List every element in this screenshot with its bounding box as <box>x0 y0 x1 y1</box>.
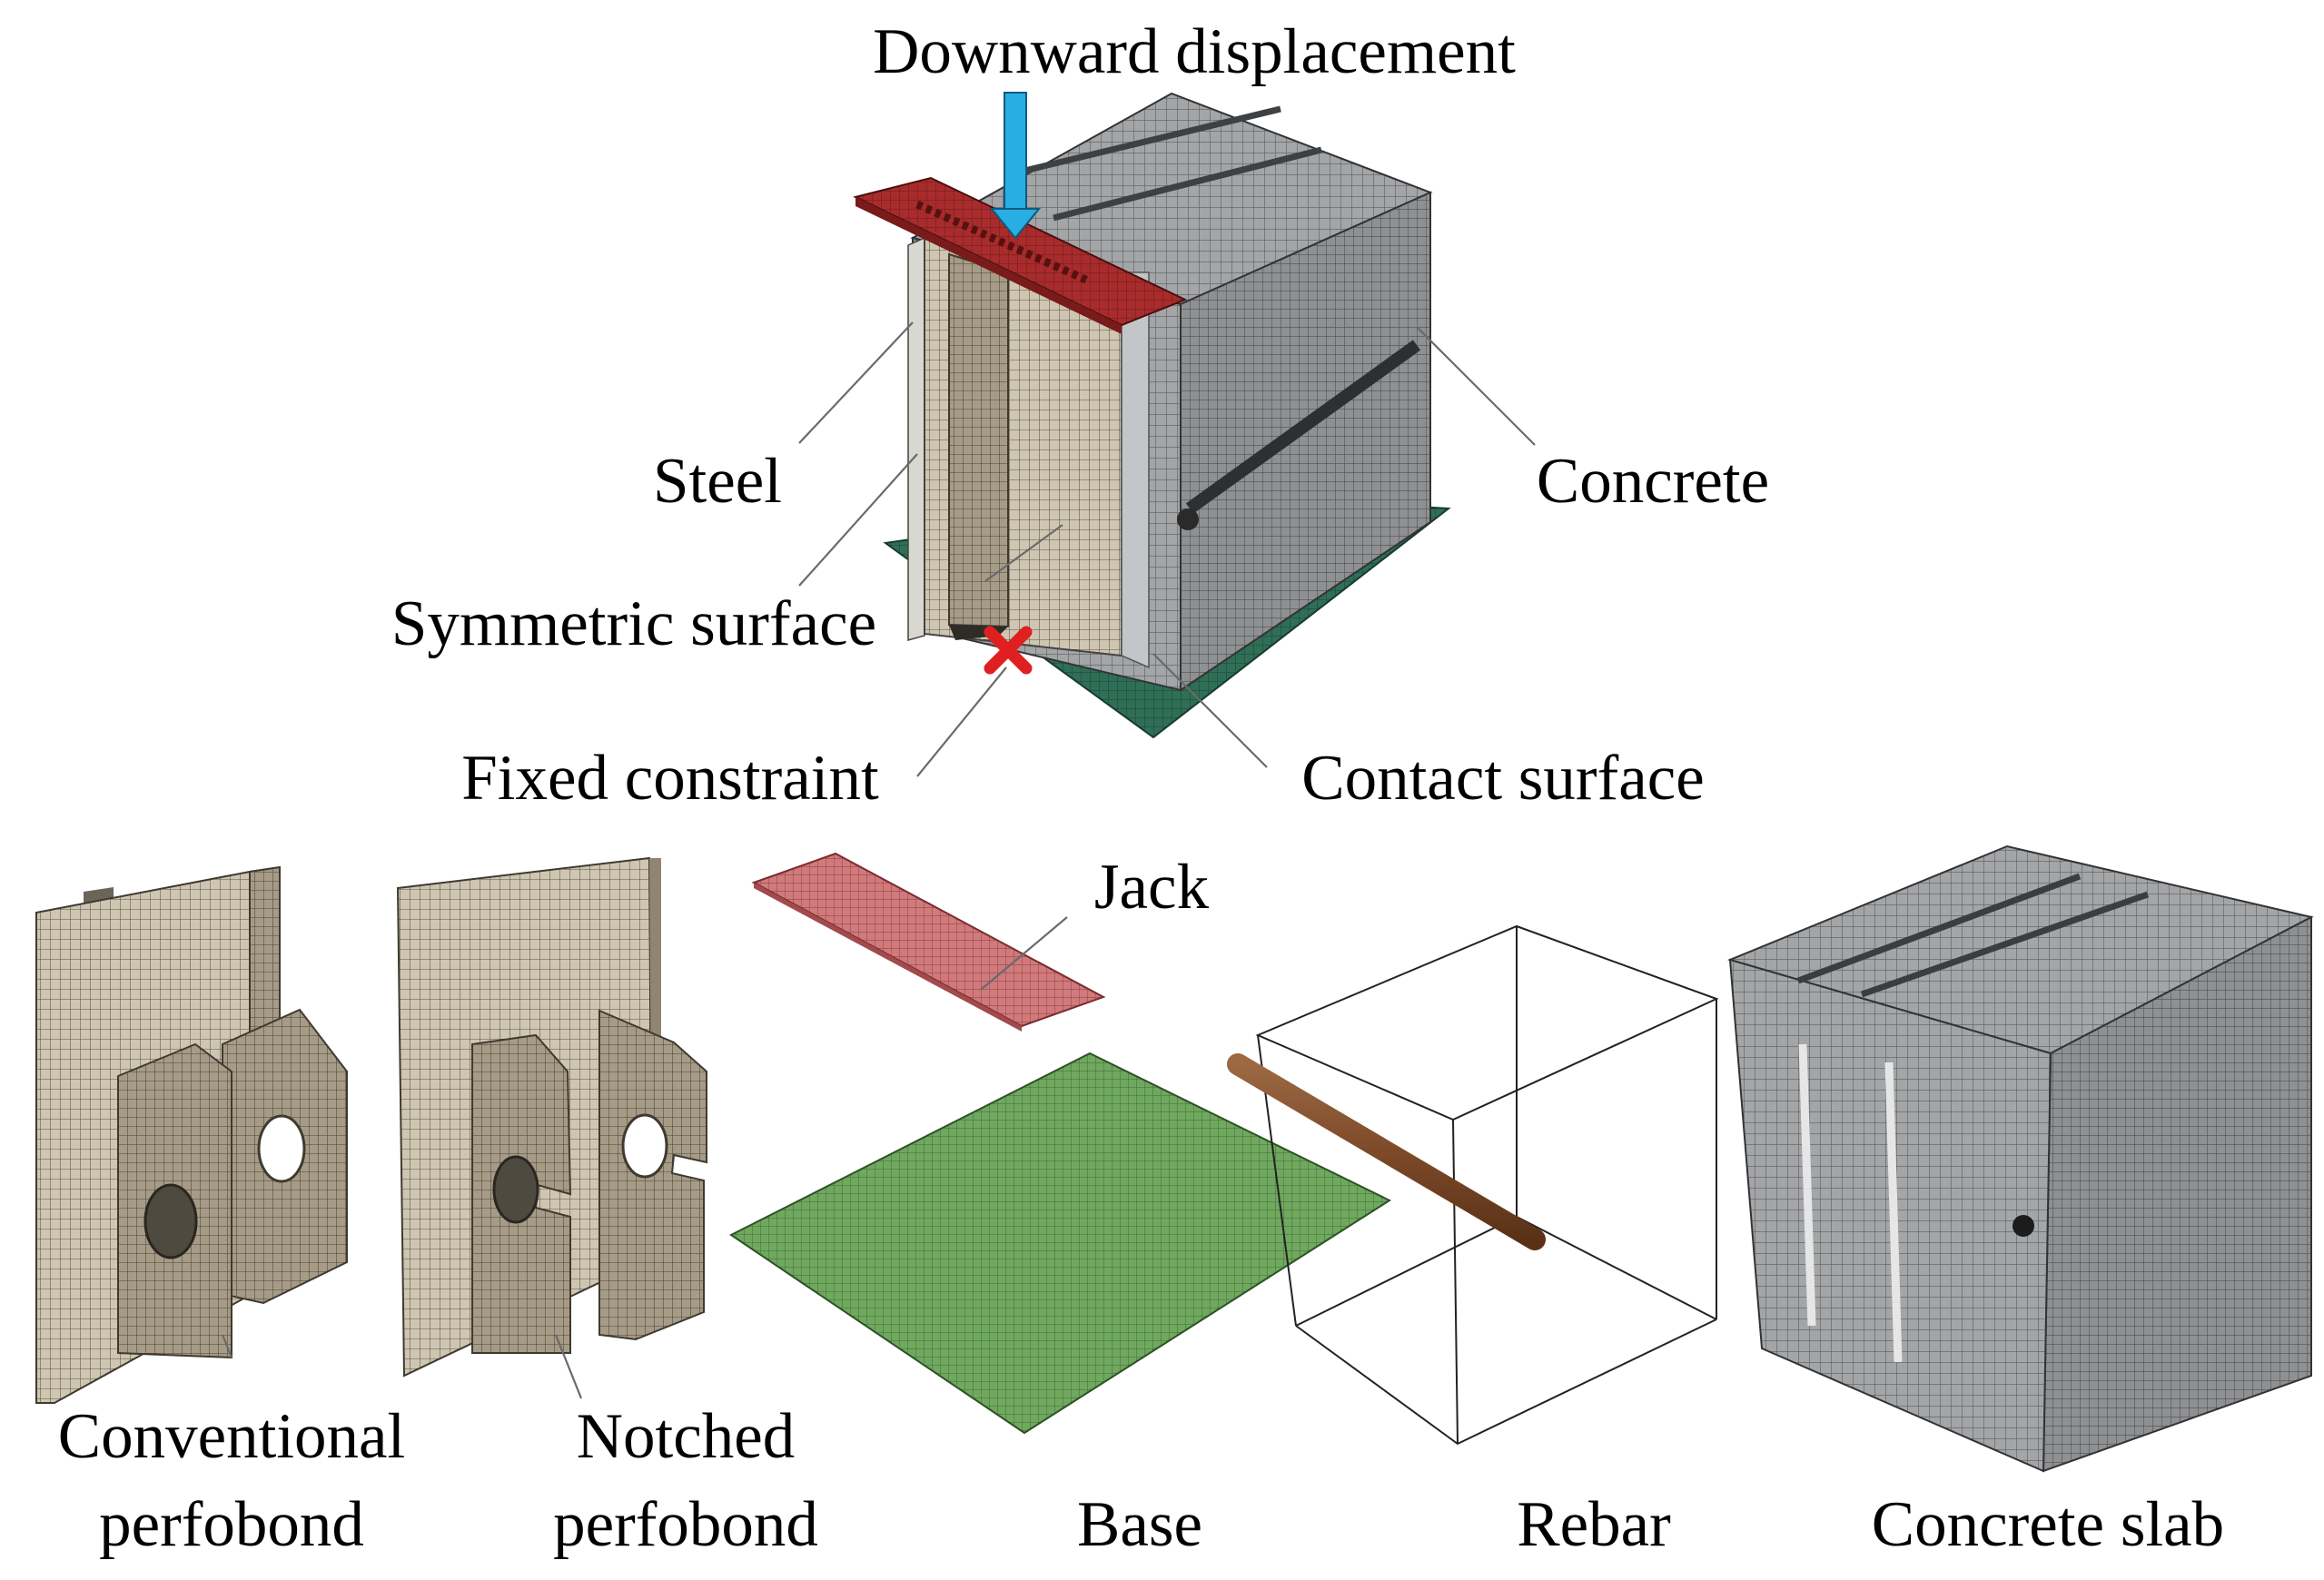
label-conventional-line2: perfobond <box>99 1489 364 1560</box>
fixed-constraint-icon <box>984 626 1033 675</box>
rebar-bar <box>1227 1053 1546 1250</box>
label-fixed-constraint: Fixed constraint <box>461 743 879 814</box>
assembled-model <box>853 92 1451 739</box>
conventional-perfobond <box>35 865 348 1404</box>
label-notched-line2: perfobond <box>553 1489 818 1560</box>
label-concrete-slab: Concrete slab <box>1872 1489 2224 1560</box>
label-notched-line1: Notched <box>577 1401 796 1472</box>
label-contact-surface: Contact surface <box>1301 743 1705 814</box>
label-concrete: Concrete <box>1537 446 1769 517</box>
base-component <box>729 1052 1392 1435</box>
assembled-steel-symmetric <box>907 236 925 641</box>
label-jack: Jack <box>1094 852 1210 923</box>
leader-lines <box>798 321 1536 777</box>
label-steel: Steel <box>653 446 782 517</box>
label-symmetric-surface: Symmetric surface <box>391 588 876 659</box>
label-rebar: Rebar <box>1517 1489 1671 1560</box>
label-base: Base <box>1077 1489 1202 1560</box>
notched-perfobond <box>396 856 707 1378</box>
concrete-slab-component <box>1726 844 2314 1473</box>
rebar-component <box>1227 924 1719 1446</box>
label-conventional-line1: Conventional <box>58 1401 406 1472</box>
jack-component <box>751 852 1106 1032</box>
downward-arrow-icon <box>989 92 1042 240</box>
label-downward-displacement: Downward displacement <box>873 16 1516 87</box>
